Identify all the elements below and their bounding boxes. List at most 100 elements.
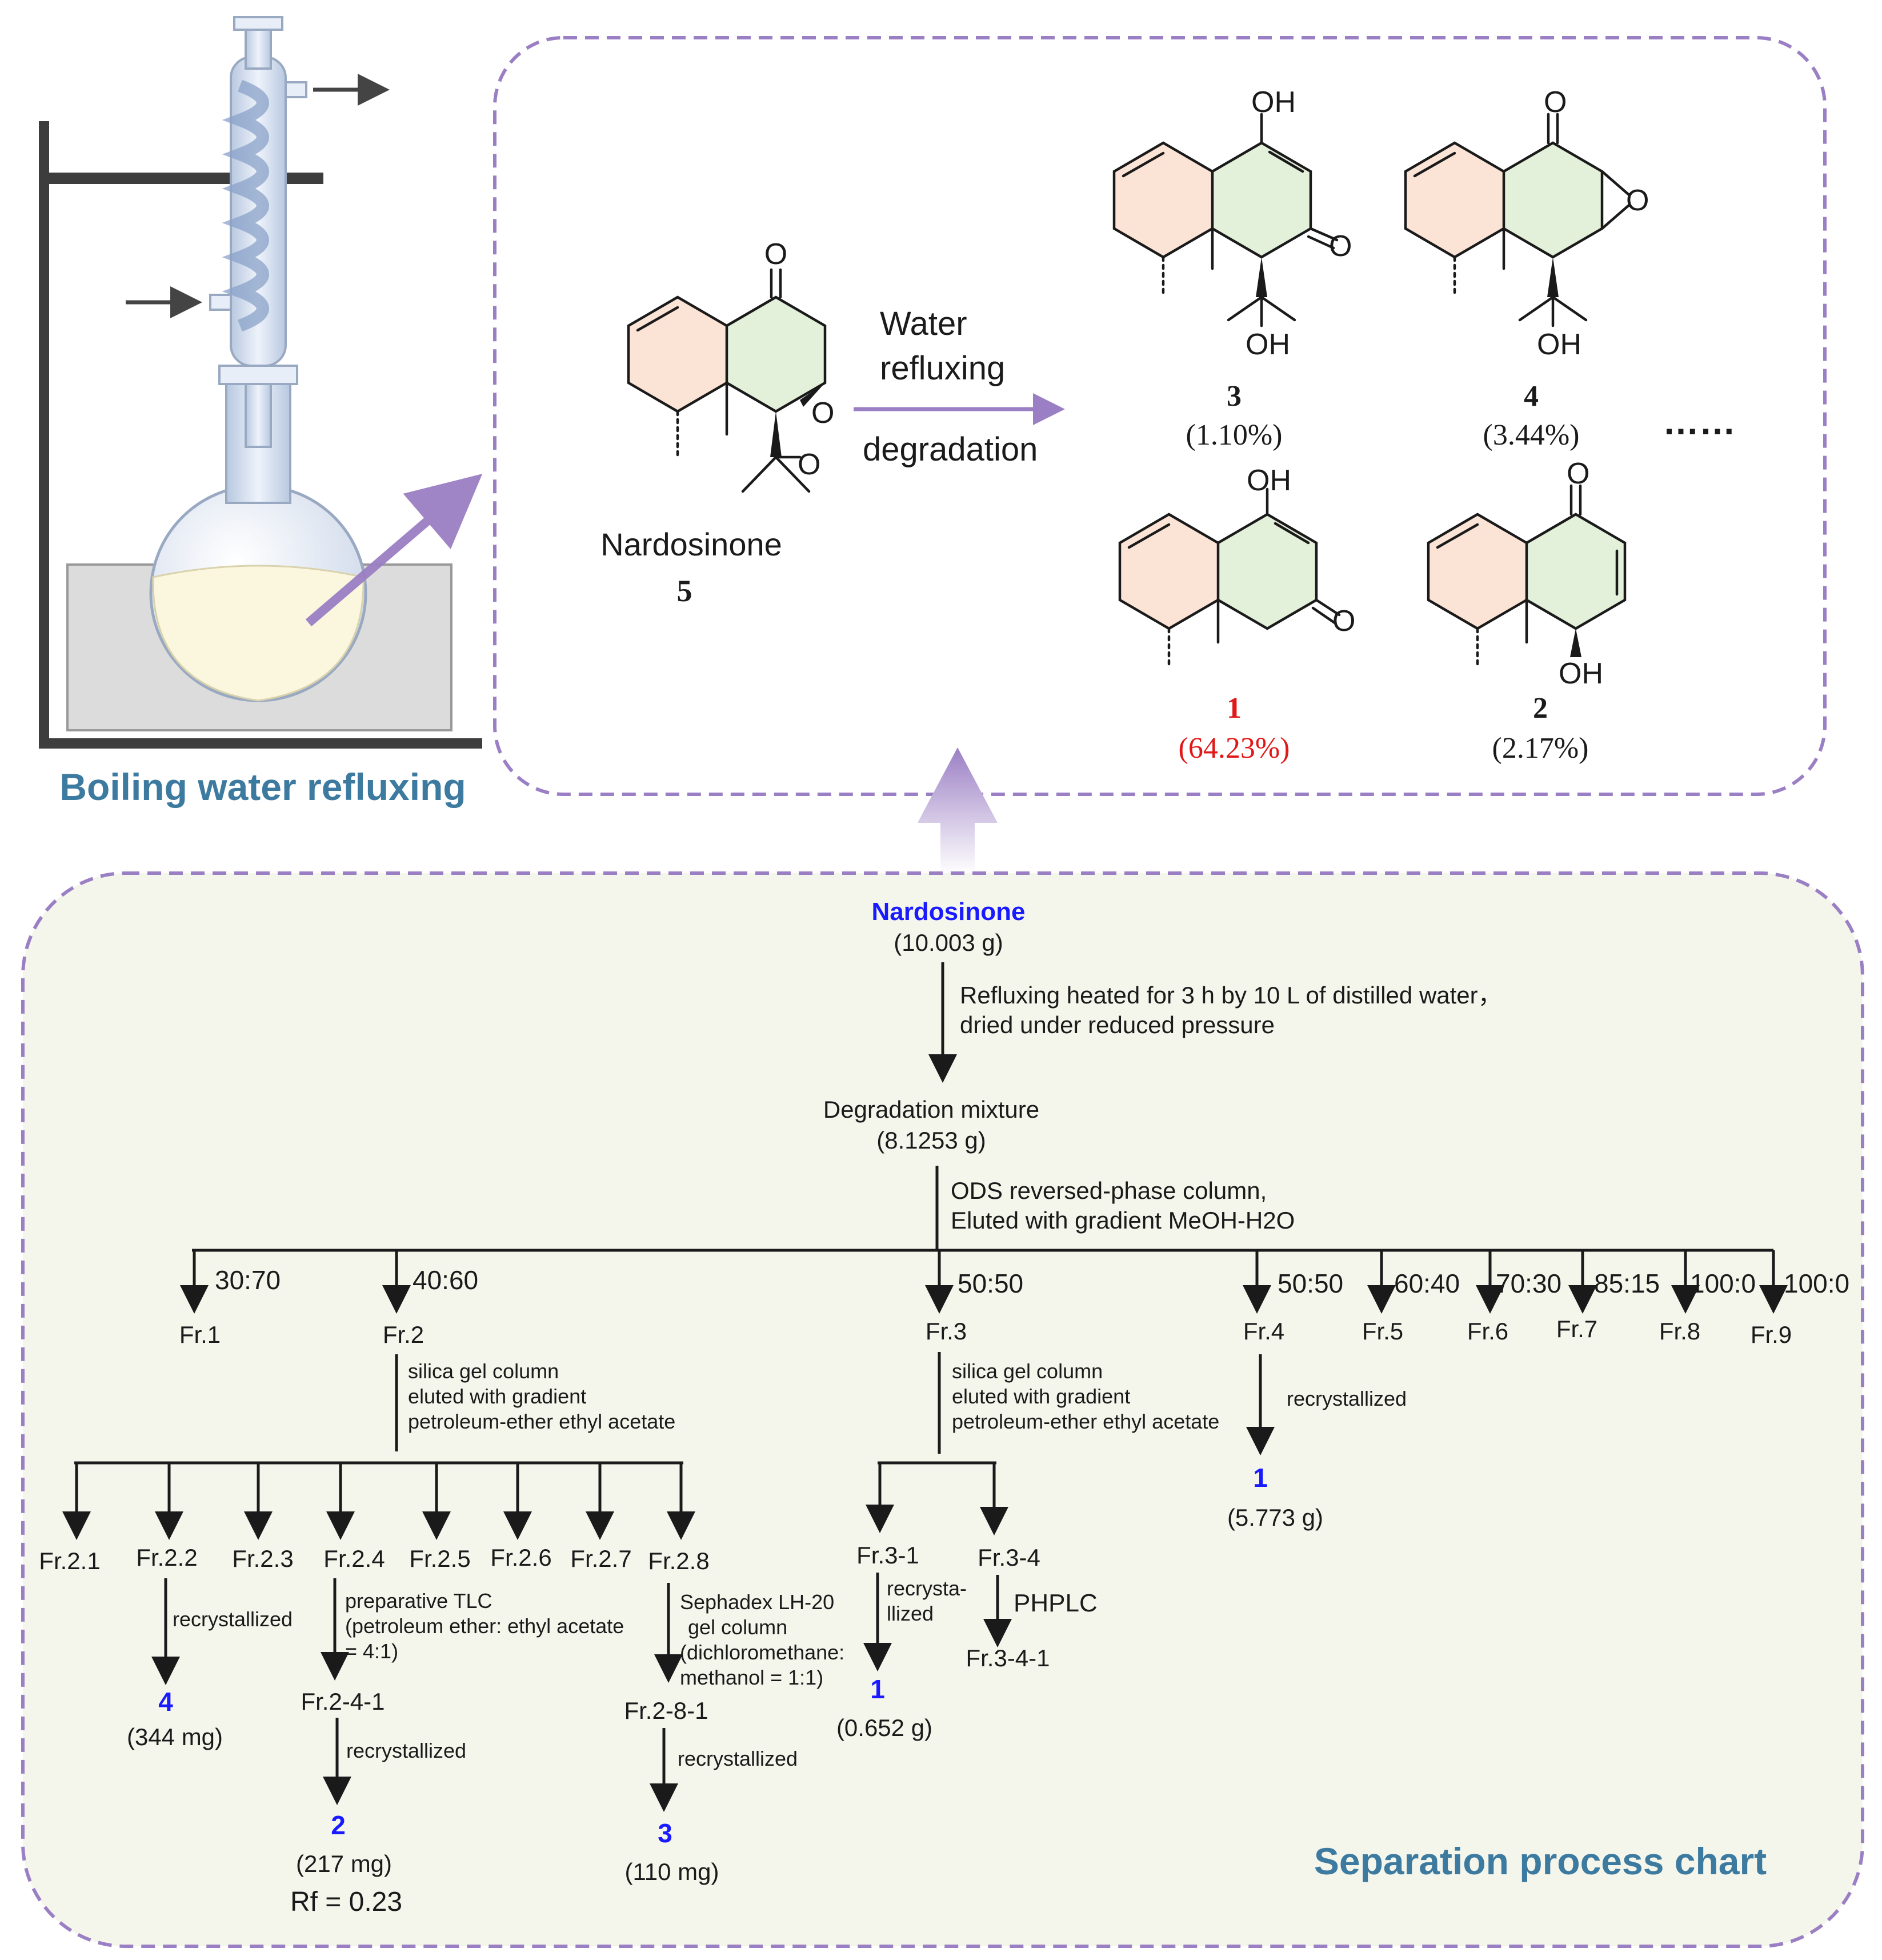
fraction-ratio: 50:50 <box>958 1269 1023 1298</box>
recrystallized-label: recrystallized <box>173 1607 293 1631</box>
sephadex-line1: Sephadex LH-20 <box>680 1590 834 1614</box>
fraction-name: Fr.9 <box>1751 1321 1792 1348</box>
up-arrow <box>918 747 998 874</box>
product-4-number: 4 <box>1524 380 1539 413</box>
fr3-silica-line2: eluted with gradient <box>952 1385 1130 1408</box>
fraction-ratio: 30:70 <box>215 1265 281 1295</box>
start-compound-name: Nardosinone <box>600 526 782 562</box>
condition-line-1: Water <box>880 305 967 342</box>
fraction-ratio: 70:30 <box>1496 1269 1561 1298</box>
fr3-sub: Fr.3-1 <box>856 1542 919 1569</box>
flow-start-mass: (10.003 g) <box>894 929 1003 956</box>
fr4-product-mass: (5.773 g) <box>1227 1504 1323 1531</box>
reflux-apparatus <box>39 16 483 749</box>
tlc-line2: (petroleum ether: ethyl acetate <box>345 1614 624 1638</box>
mixture-name: Degradation mixture <box>823 1096 1039 1123</box>
product-2-structure <box>1427 484 1627 670</box>
sephadex-line2: gel column <box>688 1615 787 1639</box>
atom-o: O <box>798 448 820 481</box>
fr2-sub: Fr.2.2 <box>136 1544 197 1571</box>
fr24-product-number: 2 <box>331 1810 346 1840</box>
fraction-ratio: 100:0 <box>1784 1269 1849 1298</box>
fraction-name: Fr.8 <box>1659 1318 1700 1345</box>
fr241-label: Fr.2-4-1 <box>301 1688 385 1715</box>
product-4-yield: (3.44%) <box>1483 419 1580 451</box>
fraction-ratio: 60:40 <box>1394 1269 1460 1298</box>
sephadex-line4: methanol = 1:1) <box>680 1666 823 1689</box>
atom-o: O <box>1544 86 1567 119</box>
product-1-yield: (64.23%) <box>1179 732 1290 765</box>
fr2-sub: Fr.2.6 <box>490 1544 551 1571</box>
atom-oh: OH <box>1559 657 1603 690</box>
atom-o: O <box>764 238 787 271</box>
condition-line-3: degradation <box>863 431 1038 468</box>
product-2-yield: (2.17%) <box>1492 732 1589 765</box>
fr22-product-mass: (344 mg) <box>127 1723 223 1750</box>
fr2-sub: Fr.2.1 <box>39 1547 100 1574</box>
mixture-mass: (8.1253 g) <box>876 1127 986 1154</box>
fraction-name: Fr.5 <box>1362 1318 1403 1345</box>
fr24-product-mass: (217 mg) <box>296 1850 392 1877</box>
product-3-yield: (1.10%) <box>1186 419 1283 451</box>
flow-step1-line1: Refluxing heated for 3 h by 10 L of dist… <box>960 982 1502 1009</box>
recrystallized-label: recrystallized <box>678 1747 798 1770</box>
fraction-name: Fr.1 <box>179 1321 221 1348</box>
fr2-silica-line2: eluted with gradient <box>408 1385 586 1408</box>
fr28-product-number: 3 <box>658 1818 672 1848</box>
fr2-sub: Fr.2.5 <box>409 1545 470 1572</box>
atom-oh: OH <box>1251 86 1296 119</box>
recrysta-line2: llized <box>887 1602 934 1625</box>
recrysta-line1: recrysta- <box>887 1577 967 1600</box>
apparatus-title: Boiling water refluxing <box>59 766 466 808</box>
product-4-structure <box>1404 113 1630 327</box>
fraction-ratio: 85:15 <box>1594 1269 1660 1298</box>
atom-oh: OH <box>1537 328 1581 361</box>
fr22-product-number: 4 <box>158 1687 173 1717</box>
flow-step1-line2: dried under reduced pressure <box>960 1011 1275 1038</box>
atom-o: O <box>1626 184 1649 217</box>
separation-chart-box <box>21 871 1864 1948</box>
condition-line-2: refluxing <box>880 350 1005 387</box>
fr2-sub: Fr.2.4 <box>323 1545 385 1572</box>
fr3-sub: Fr.3-4 <box>978 1544 1040 1571</box>
atom-o: O <box>811 397 834 430</box>
atom-o: O <box>1332 605 1355 638</box>
recrystallized-label: recrystallized <box>346 1739 466 1762</box>
fraction-ratio: 40:60 <box>413 1265 478 1295</box>
product-1-number: 1 <box>1227 692 1242 725</box>
recrystallized-label: recrystallized <box>1287 1387 1407 1410</box>
fraction-name: Fr.7 <box>1556 1315 1597 1342</box>
fr24-product-rf: Rf = 0.23 <box>290 1887 402 1917</box>
fr28-product-mass: (110 mg) <box>625 1858 719 1885</box>
flow-chart: Nardosinone (10.003 g) Refluxing heated … <box>39 898 1849 1917</box>
fr3-silica-line3: petroleum-ether ethyl acetate <box>952 1410 1219 1433</box>
chart-title: Separation process chart <box>1314 1840 1767 1882</box>
nardosinone-structure: O O O <box>627 238 834 493</box>
start-compound-number: 5 <box>677 574 692 608</box>
phplc-label: PHPLC <box>1014 1589 1098 1617</box>
fraction-name: Fr.2 <box>383 1321 424 1348</box>
atom-o: O <box>1567 457 1589 490</box>
fr2-silica-line3: petroleum-ether ethyl acetate <box>408 1410 675 1433</box>
tlc-line3: = 4:1) <box>345 1639 398 1663</box>
fr31-product-number: 1 <box>870 1674 885 1704</box>
fr3-silica-line1: silica gel column <box>952 1359 1103 1383</box>
fraction-ratio: 100:0 <box>1690 1269 1756 1298</box>
flow-step2-line2: Eluted with gradient MeOH-H2O <box>951 1207 1295 1234</box>
fr2-sub: Fr.2.8 <box>648 1547 709 1574</box>
fr2-sub: Fr.2.7 <box>570 1545 631 1572</box>
tlc-line1: preparative TLC <box>345 1589 492 1613</box>
fraction-name: Fr.4 <box>1243 1318 1284 1345</box>
fraction-ratio: 50:50 <box>1278 1269 1343 1298</box>
fr2-silica-line1: silica gel column <box>408 1359 559 1383</box>
fr281-label: Fr.2-8-1 <box>624 1697 708 1724</box>
reaction-box <box>493 36 1827 796</box>
flow-start-name: Nardosinone <box>872 898 1026 926</box>
product-3-number: 3 <box>1227 380 1242 413</box>
more-products-ellipsis: …… <box>1663 401 1736 442</box>
fr341-label: Fr.3-4-1 <box>966 1645 1050 1671</box>
fraction-name: Fr.6 <box>1467 1318 1508 1345</box>
product-2-number: 2 <box>1533 692 1548 725</box>
fr31-product-mass: (0.652 g) <box>836 1714 932 1741</box>
